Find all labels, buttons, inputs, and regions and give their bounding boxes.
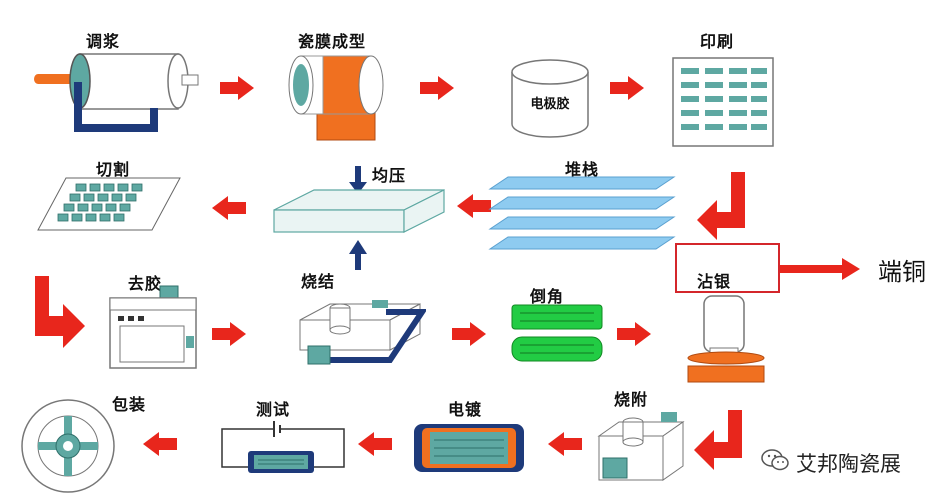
flow-arrow-right-icon [212,322,246,346]
step-label-baozhuang: 包装 [112,395,147,414]
step-label-qiege: 切割 [96,160,131,179]
highlight-box [675,243,780,293]
step-label-qujiao: 去胶 [128,274,163,293]
step-label-duizhan: 堆栈 [565,160,600,179]
test-circuit-icon [218,415,348,475]
flow-arrow-bend-down-right-icon [35,276,87,348]
step-label-shaofu: 烧附 [614,390,649,409]
step-label-yinshua: 印刷 [700,32,735,51]
flow-arrow-left-icon [358,432,392,456]
mixer-machine-icon [30,48,200,133]
flow-arrow-bend-icon [697,172,749,242]
firing-furnace-icon [595,406,685,486]
electrode-paste-can-icon: 电极胶 [508,58,592,140]
side-label-duantong: 端铜 [878,258,926,286]
flow-arrow-right-icon [617,322,651,346]
cut-chips-grid-icon [36,174,181,234]
flow-arrow-left-icon [457,194,491,218]
step-label-tiaojiang: 调浆 [86,32,121,51]
stacked-sheets-icon [488,175,678,257]
flow-arrow-left-icon [143,432,177,456]
sintering-furnace-icon [296,292,426,370]
flow-arrow-right-icon [220,76,254,100]
flow-arrow-bend-icon [694,410,746,470]
branch-arrow-right-icon [780,258,860,280]
step-label-dianban: 电镀 [448,400,483,419]
step-label-dianjijiao: 电极胶 [530,96,569,112]
watermark-text: 艾邦陶瓷展 [796,452,901,476]
step-label-cimo: 瓷膜成型 [298,32,367,51]
debinding-oven-icon [108,284,200,370]
reel-package-icon [20,398,116,494]
step-label-daojiao: 倒角 [530,287,565,306]
step-label-junya: 均压 [372,166,407,185]
flow-arrow-left-icon [212,196,246,220]
printed-sheet-icon [671,56,775,148]
silver-dipping-icon [686,294,766,386]
isostatic-press-icon [272,164,447,272]
flow-arrow-left-icon [548,432,582,456]
step-label-zhanyin: 沾银 [697,272,732,291]
tape-casting-roll-icon [283,50,393,142]
flow-arrow-right-icon [610,76,644,100]
flow-arrow-right-icon [452,322,486,346]
step-label-shaojie: 烧结 [301,272,336,291]
chamfered-chips-icon [510,303,605,365]
wechat-icon [760,447,790,473]
step-label-ceshi: 测试 [256,400,291,419]
plated-chip-icon [412,422,526,474]
flow-arrow-right-icon [420,76,454,100]
